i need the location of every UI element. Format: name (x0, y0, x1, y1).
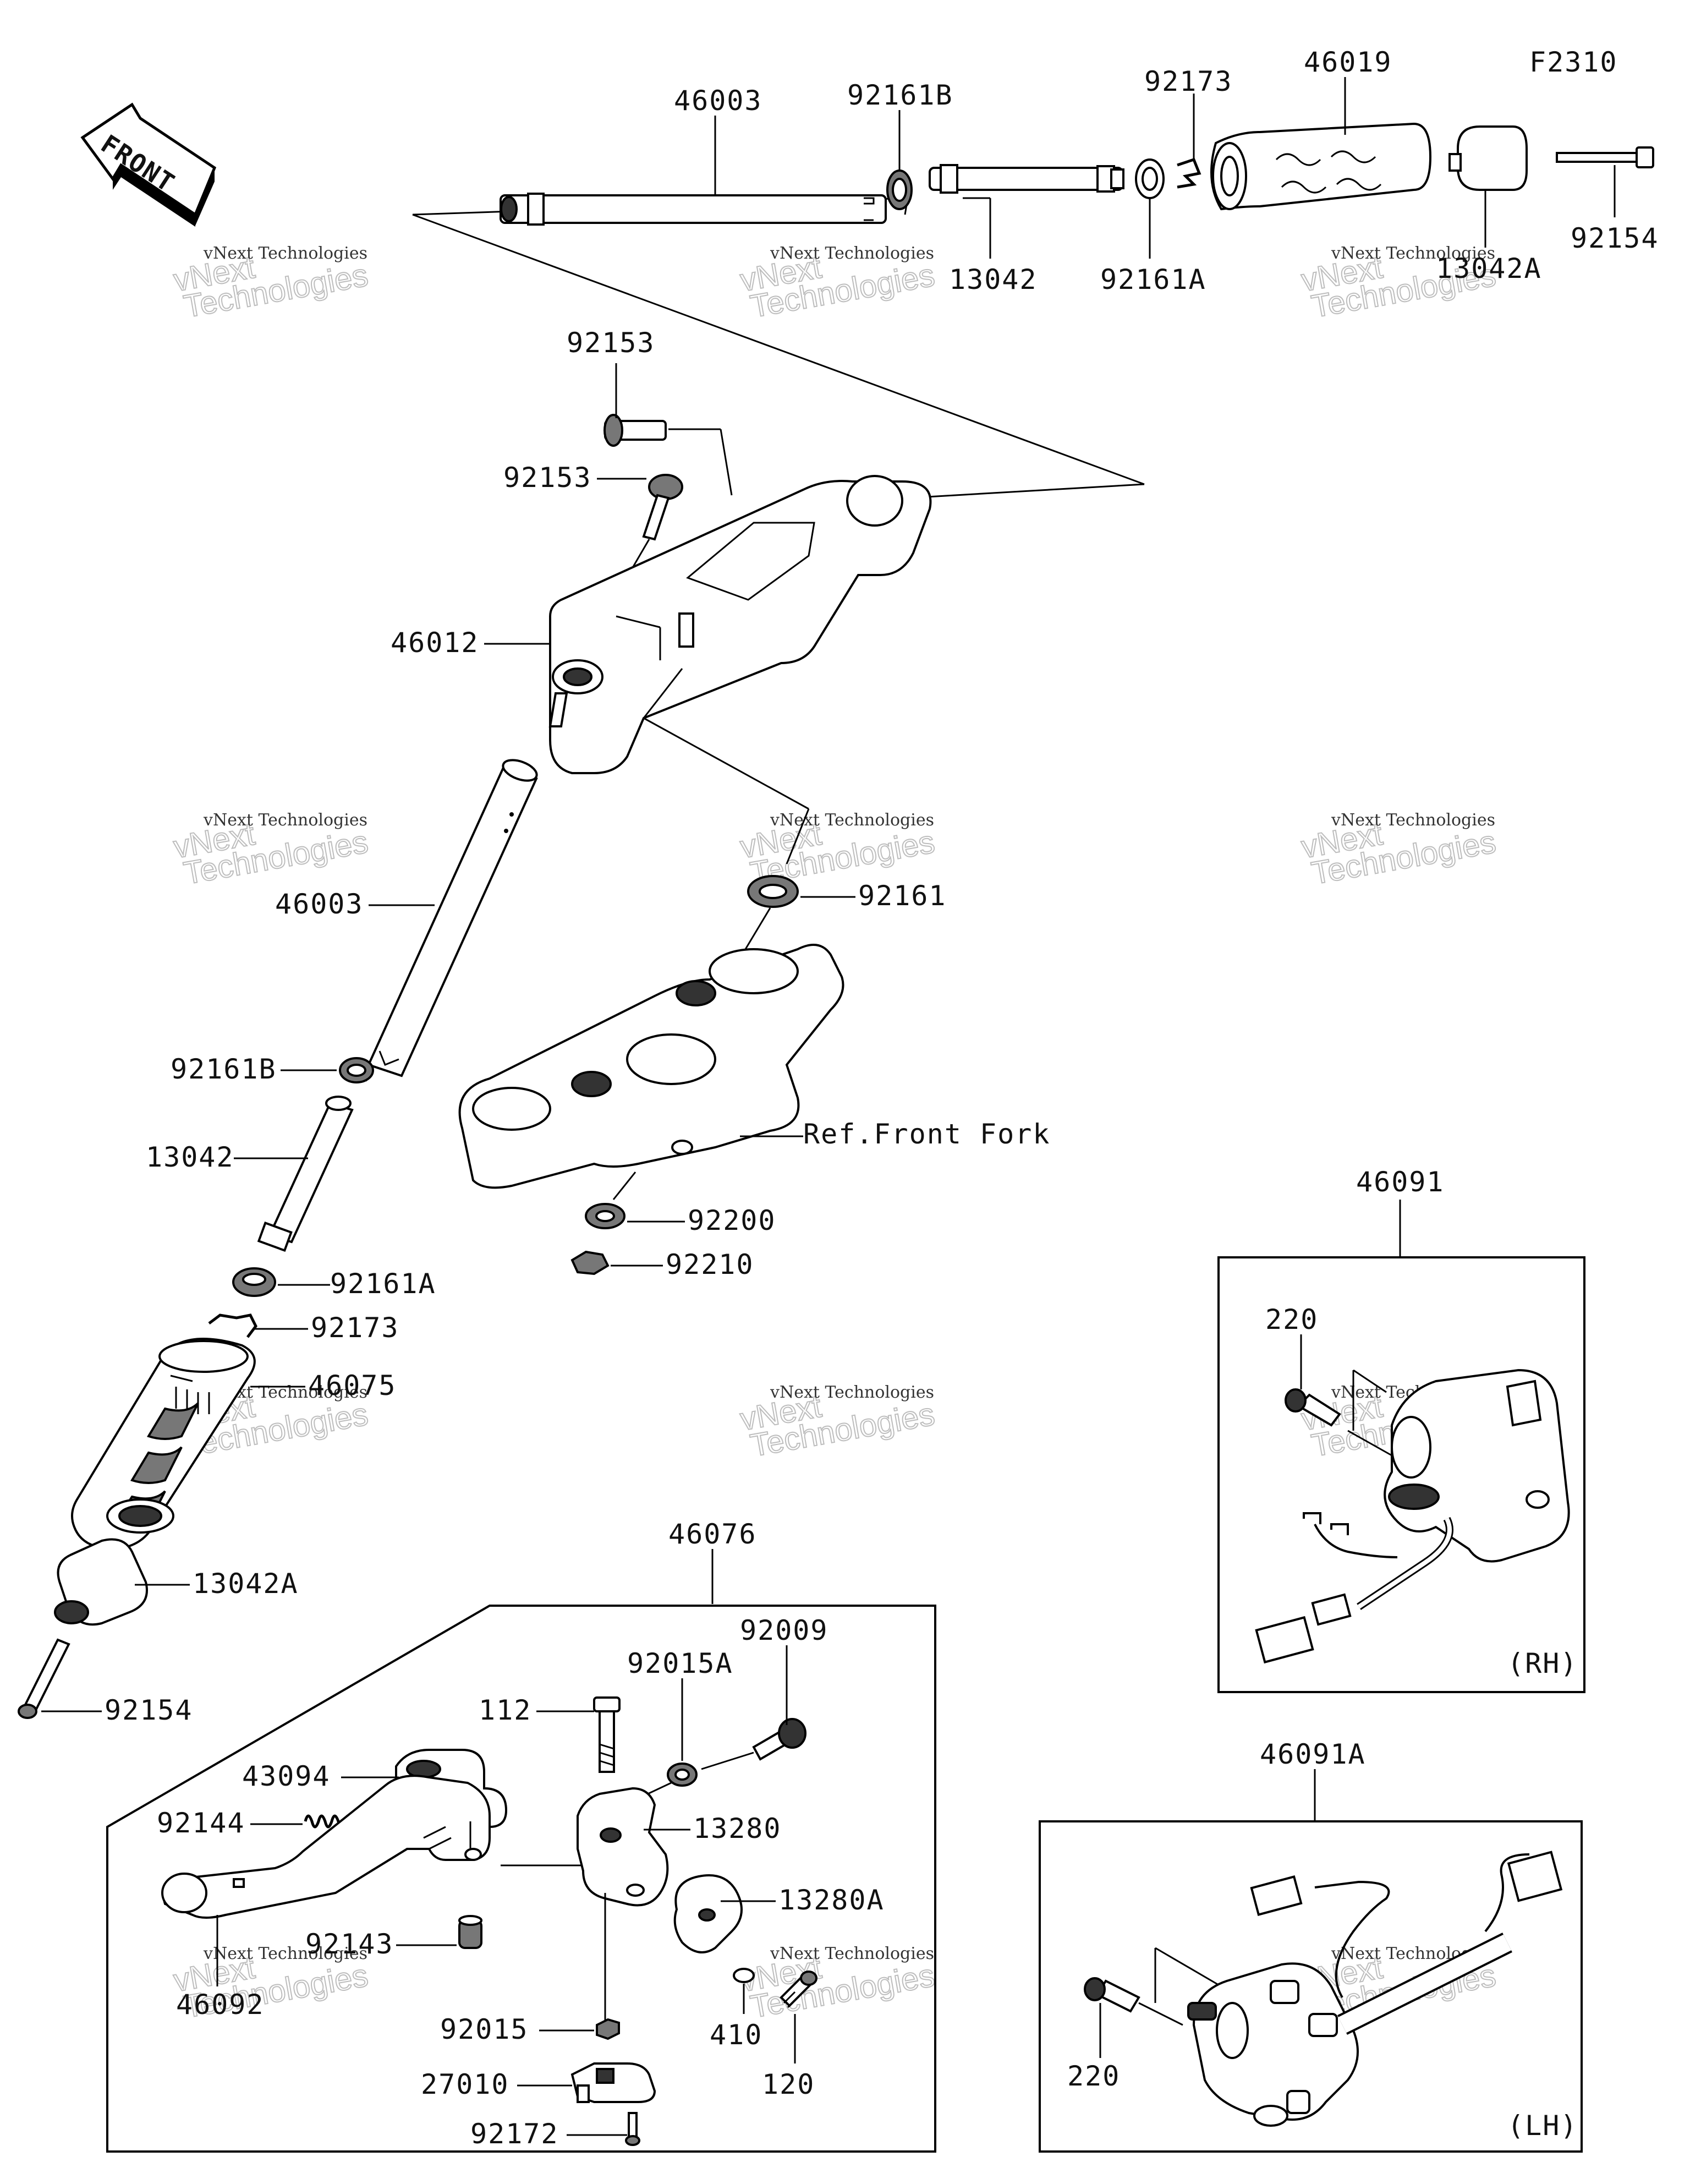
nut-92210 (570, 1250, 610, 1276)
nut-92161B-left (339, 1057, 374, 1083)
label-13042-top: 13042 (949, 264, 1038, 295)
front-arrow-icon: FRONT (80, 102, 217, 227)
bolt-92153-a (603, 414, 667, 447)
screw-92172 (625, 2112, 640, 2146)
watermark-text: vNext Technologies (203, 244, 367, 263)
label-46092: 46092 (176, 1989, 265, 2021)
weight-13042-left (257, 1096, 354, 1252)
label-92015: 92015 (440, 2013, 529, 2045)
watermark-text: vNext Technologies (1331, 244, 1495, 263)
label-220-rh: 220 (1265, 1304, 1318, 1335)
label-92161A-left: 92161A (330, 1268, 436, 1300)
label-92015A: 92015A (627, 1647, 733, 1679)
end-cap-13042A-left (54, 1538, 148, 1626)
watermark-text: vNext Technologies (770, 244, 934, 263)
label-220-lh: 220 (1067, 2060, 1120, 2092)
switch-27010 (570, 2062, 656, 2103)
label-46003-top: 46003 (674, 85, 762, 117)
switch-housing-46091A-lh: 46091A 220 (LH) (1039, 1738, 1583, 2153)
grip-46075 (71, 1338, 256, 1551)
nut-92015 (596, 2018, 620, 2040)
label-92009: 92009 (740, 1614, 828, 1646)
bracket-13280 (577, 1787, 669, 1907)
lever-46092 (161, 1775, 491, 1919)
watermark-text: vNext Technologies (203, 811, 367, 830)
handlebar-tube-left (365, 759, 538, 1082)
watermark-text: vNext Technologies (770, 1383, 934, 1402)
watermark-text: vNext Technologies (770, 811, 934, 830)
label-13042A-top: 13042A (1436, 253, 1542, 284)
label-92161A-top: 92161A (1100, 264, 1206, 295)
label-46091: 46091 (1356, 1166, 1445, 1198)
label-27010: 27010 (421, 2068, 509, 2100)
label-410: 410 (710, 2019, 762, 2051)
label-92200: 92200 (688, 1205, 776, 1236)
label-92144: 92144 (157, 1807, 245, 1839)
nut-92161B-top (886, 169, 913, 210)
label-rh: (RH) (1507, 1647, 1578, 1679)
label-13280A: 13280A (778, 1884, 885, 1916)
watermark-text: vNext Technologies (770, 1944, 934, 1963)
label-lh: (LH) (1507, 2110, 1578, 2142)
bolt-92154-left (18, 1638, 70, 1719)
watermark-text: vNext Technologies (1331, 811, 1495, 830)
label-13042A-left: 13042A (193, 1568, 299, 1600)
label-46012: 46012 (391, 627, 479, 659)
label-92161B-left: 92161B (171, 1053, 277, 1085)
screw-220-rh (1285, 1388, 1341, 1427)
label-46091A: 46091A (1260, 1738, 1366, 1770)
handlebar-tube-top (500, 193, 887, 226)
handle-holder-46012 (548, 475, 932, 774)
label-92154-top: 92154 (1571, 222, 1659, 254)
lever-assembly-46076: 46076 43094 92144 46092 (106, 1518, 936, 2153)
label-ref-front-fork: Ref.Front Fork (803, 1118, 1050, 1150)
label-13042-left: 13042 (146, 1141, 234, 1173)
label-120: 120 (762, 2068, 815, 2100)
label-92154-left: 92154 (105, 1694, 193, 1726)
end-cap-13042A-top (1448, 125, 1528, 191)
handle-holder-assembly: 92153 92153 46012 (18, 327, 1050, 1726)
screw-120 (780, 1970, 817, 2008)
watermark-text: vNext Technologies (203, 1944, 367, 1963)
label-92153-b: 92153 (503, 462, 592, 494)
screw-92009 (752, 1718, 806, 1761)
label-92161B-top: 92161B (847, 79, 953, 111)
washer-92200 (585, 1203, 625, 1229)
label-46019: 46019 (1304, 46, 1392, 78)
label-46003-left: 46003 (275, 888, 364, 920)
bolt-92153-b (642, 474, 683, 541)
label-92143: 92143 (305, 1928, 394, 1960)
screw-220-lh (1084, 1977, 1140, 2013)
weight-13042-top (929, 164, 1124, 194)
top-exploded-row: 46003 92161B 13042 92161A 92173 (412, 46, 1659, 499)
label-92173-top: 92173 (1144, 65, 1233, 97)
clip-92173-left (208, 1313, 257, 1338)
bushing-92143 (458, 1915, 482, 1949)
washer-92161 (747, 875, 799, 908)
grip-46019 (1210, 122, 1432, 211)
label-92161: 92161 (858, 880, 947, 912)
label-92173-left: 92173 (311, 1312, 399, 1344)
collar-92161A-left (232, 1267, 276, 1297)
label-92210: 92210 (666, 1249, 754, 1280)
switch-housing-46091-rh: 46091 220 (RH) (1217, 1166, 1585, 1693)
label-43094: 43094 (242, 1760, 331, 1792)
figure-code: F2310 (1529, 46, 1618, 78)
washer-410 (733, 1968, 755, 1983)
bolt-92154-top (1556, 146, 1654, 168)
label-92172: 92172 (470, 2118, 559, 2150)
bolt-112 (593, 1696, 621, 1773)
label-92153-a: 92153 (567, 327, 655, 359)
clip-92173-top (1177, 157, 1201, 189)
label-46076: 46076 (668, 1518, 757, 1550)
clamp-13280A (673, 1874, 743, 1953)
label-46075: 46075 (308, 1370, 397, 1402)
collar-92161A-top (1135, 158, 1165, 199)
label-13280: 13280 (693, 1813, 782, 1844)
label-112: 112 (479, 1694, 531, 1726)
washer-92015A (667, 1762, 698, 1787)
fork-top-bridge (458, 944, 844, 1189)
